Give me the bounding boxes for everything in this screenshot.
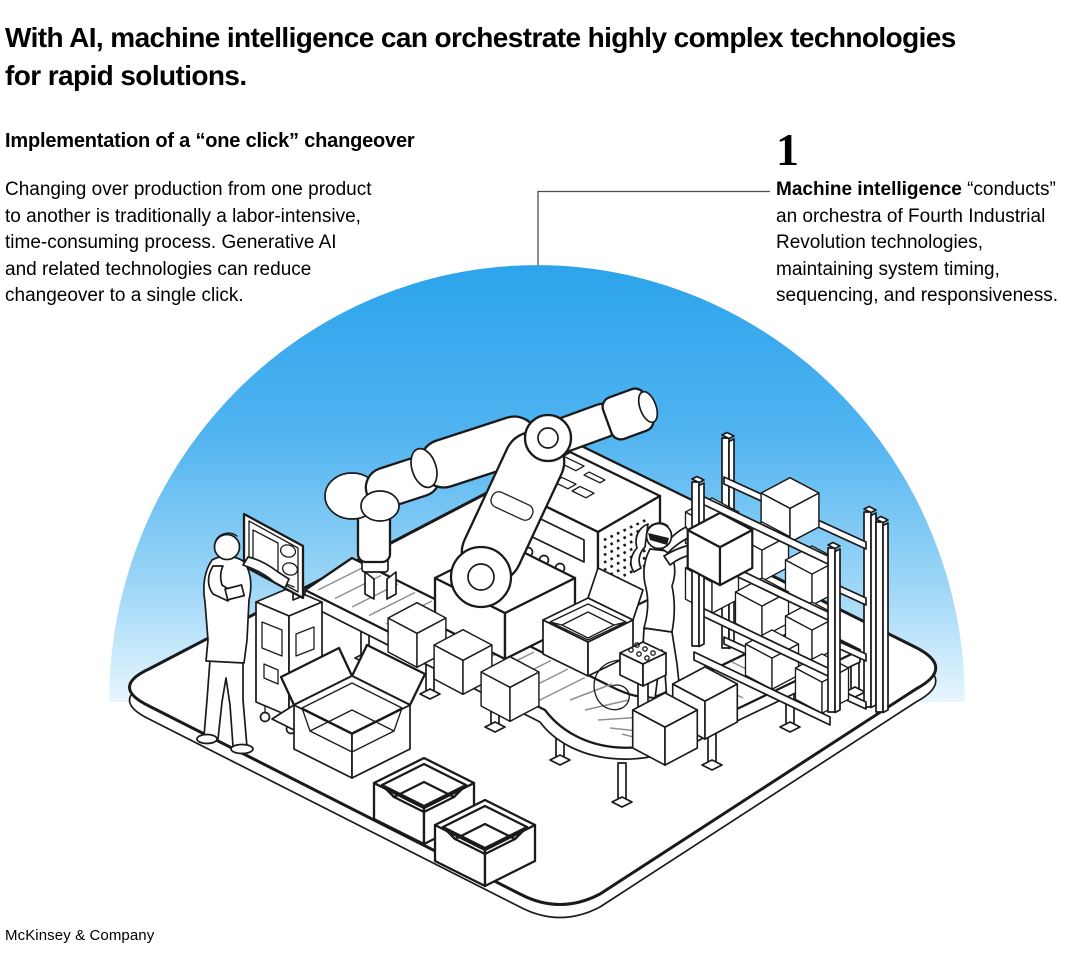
operator-head <box>213 533 241 561</box>
annotation-line: maintaining system timing, <box>776 258 1000 280</box>
operator-arm-touching-screen <box>242 556 290 589</box>
page-title: With AI, machine intelligence can orches… <box>5 19 956 95</box>
description-line: time-consuming process. Generative AI <box>5 232 337 253</box>
annotation-lead: Machine intelligence <box>776 179 962 200</box>
empty-packaging <box>271 643 537 888</box>
robot-main-arm <box>449 387 659 609</box>
annotation-line: Revolution technologies, <box>776 232 984 253</box>
handheld-scanner <box>224 584 246 601</box>
storage-shelf <box>684 431 889 726</box>
cabinet-buttons[interactable] <box>522 546 566 574</box>
exhibit-subtitle: Implementation of a “one click” changeov… <box>5 130 415 152</box>
pendant-buttons[interactable] <box>628 642 656 661</box>
control-kiosk <box>242 512 324 735</box>
safety-glasses <box>648 533 669 545</box>
exhibit-description: Changing over production from one produc… <box>5 177 445 310</box>
description-line: changeover to a single click. <box>5 285 244 306</box>
annotation-line: an orchestra of Fourth Industrial <box>776 205 1046 227</box>
title-line-1: With AI, machine intelligence can orches… <box>5 22 956 53</box>
open-box-center <box>542 567 644 677</box>
operator-at-kiosk <box>196 532 290 755</box>
cobot-arm <box>324 415 540 600</box>
annotation-line: Machine intelligence “conducts” <box>776 179 1056 200</box>
annotation-text: Machine intelligence “conducts” an orche… <box>776 177 1078 310</box>
brand-footer: McKinsey & Company <box>5 927 155 944</box>
title-line-2: for rapid solutions. <box>5 60 247 91</box>
annotation-number: 1 <box>776 124 799 175</box>
open-flap-box <box>271 643 427 779</box>
description-line: and related technologies can reduce <box>5 258 312 280</box>
box-being-placed <box>686 511 754 587</box>
pendant-controller <box>593 641 667 720</box>
annotation-leader-line <box>537 190 770 266</box>
worker-ponytail <box>630 523 649 573</box>
description-line: to another is traditionally a labor-inte… <box>5 205 361 227</box>
pendant-cable <box>593 659 630 711</box>
description-line: Changing over production from one produc… <box>5 179 372 200</box>
annotation-line: sequencing, and responsiveness. <box>776 285 1059 306</box>
